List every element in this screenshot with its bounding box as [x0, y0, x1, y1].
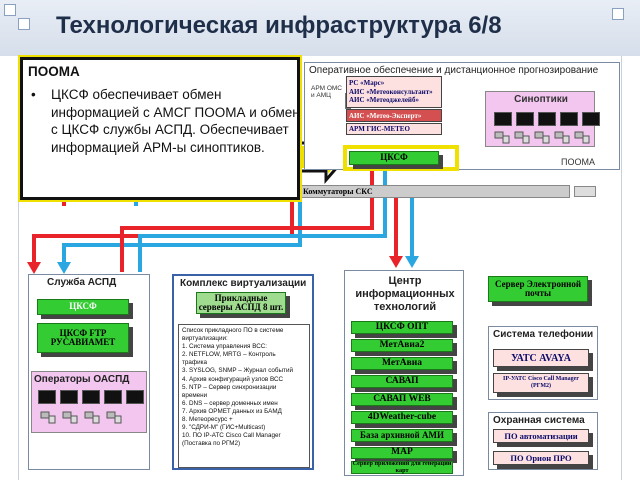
monitor-icon — [560, 112, 578, 126]
pooma-panel: Оперативное обеспечение и дистанционное … — [304, 62, 620, 171]
list-line: 3. SYSLOG, SNMP – Журнал событий — [182, 367, 293, 375]
workstation-icon — [574, 131, 590, 144]
cit-item[interactable]: ЦКСФ ОПТ — [351, 321, 453, 334]
cit-item[interactable]: MAP — [351, 447, 453, 459]
sinoptiki-box: Синоптики — [485, 91, 600, 147]
app-meteo-expert[interactable]: АИС «Метео-Эксперт» — [346, 109, 442, 122]
cit-item[interactable]: МетАвиа2 — [351, 339, 453, 352]
sinoptiki-workstations — [494, 130, 590, 144]
workstation-icon — [40, 411, 56, 424]
app-mars[interactable]: РС «Марс» АИС «Метеоконсультант» АИС «Ме… — [346, 76, 442, 108]
list-line: трафика — [182, 359, 207, 367]
cit-item[interactable]: 4DWeather-cube — [351, 411, 453, 424]
cit-item[interactable]: САВАП — [351, 375, 453, 388]
workstation-icon — [494, 131, 510, 144]
operator-workstations — [40, 410, 122, 424]
phone-panel: Система телефонии УАТС AVAYA IP-УАТС Cis… — [488, 326, 598, 400]
list-line: 9. "СДРИ-М" (ГИС+Multicast) — [182, 424, 266, 432]
aspd-ftp-button[interactable]: ЦКСФ FTP РУСАВИАМЕТ — [37, 323, 129, 353]
cit-item[interactable]: МетАвиа — [351, 357, 453, 370]
title-bar — [0, 0, 640, 56]
pooma-cksf-button[interactable]: ЦКСФ — [349, 151, 439, 165]
security-title: Охранная система — [493, 415, 585, 426]
workstation-icon — [554, 131, 570, 144]
monitor-icon — [38, 390, 56, 404]
cit-panel: Центр информационных технологий ЦКСФ ОПТ… — [344, 270, 464, 476]
monitor-icon — [104, 390, 122, 404]
cit-title: Центр информационных технологий — [355, 275, 455, 313]
workstation-icon — [84, 411, 100, 424]
phone-item-cisco[interactable]: IP-УАТС Cisco Call Manager (РГМ2) — [493, 373, 589, 393]
blue-link-aspd — [62, 198, 302, 270]
security-item-automation[interactable]: ПО автоматизации — [493, 429, 589, 443]
list-line: 2. NETFLOW, MRTG – Контроль — [182, 351, 276, 359]
monitor-icon — [538, 112, 556, 126]
callout-text: ЦКСФ обеспечивает обмен информацией с АМ… — [51, 87, 300, 155]
cit-item[interactable]: САВАП WEB — [351, 393, 453, 406]
operators-box: Операторы ОАСПД — [31, 371, 147, 433]
list-line: виртуализации: — [182, 335, 228, 343]
sinoptiki-monitors — [494, 112, 600, 126]
workstation-icon — [514, 131, 530, 144]
list-line: (Поставка по РГМ2) — [182, 440, 241, 448]
security-item-orion[interactable]: ПО Орион ПРО — [493, 451, 589, 465]
list-line: 10. ПО IP-ATC Cisco Call Manager — [182, 432, 281, 440]
list-line: 7. Архив OPMET данных из БАМД — [182, 407, 282, 415]
virt-software-list: Список прикладного ПО в системе виртуали… — [178, 324, 310, 468]
corner-square — [4, 4, 16, 16]
pooma-callout: ПООМА • ЦКСФ обеспечивает обмен информац… — [20, 57, 300, 200]
list-line: 5. NTP – Сервер синхронизации — [182, 383, 277, 391]
list-line: 8. Метеоресурс + — [182, 416, 233, 424]
monitor-icon — [582, 112, 600, 126]
list-line: 1. Система управления ВСС: — [182, 343, 268, 351]
cit-item[interactable]: Сервер приложений для генерации карт — [351, 460, 453, 474]
operator-monitors — [38, 390, 144, 404]
email-server-button[interactable]: Сервер Электронной почты — [488, 276, 588, 302]
list-line: 4. Архив конфигураций узлов ВСС — [182, 375, 284, 383]
bullet-dot: • — [31, 87, 36, 102]
list-line: времени — [182, 391, 208, 399]
list-line: 6. DNS – сервер доменных имен — [182, 399, 278, 407]
pooma-footer-label: ПООМА — [561, 157, 595, 167]
slide-frame — [18, 56, 622, 480]
arm-label: АРМ ОМС и АМЦ — [311, 85, 342, 99]
virt-title: Комплекс виртуализации — [180, 278, 307, 289]
monitor-icon — [494, 112, 512, 126]
corner-square — [612, 8, 624, 20]
red-link-virt — [120, 198, 374, 272]
security-panel: Охранная система ПО автоматизации ПО Ори… — [488, 412, 598, 470]
aspd-title: Служба АСПД — [47, 277, 117, 288]
monitor-icon — [60, 390, 78, 404]
app-servers-button[interactable]: Прикладные серверы АСПД 8 шт. — [196, 292, 286, 314]
sks-switch-bar: Коммутаторы СКС — [296, 185, 570, 198]
operators-label: Операторы ОАСПД — [34, 374, 130, 385]
aspd-cksf-button[interactable]: ЦКСФ — [37, 299, 129, 315]
callout-title: ПООМА — [28, 64, 80, 79]
monitor-icon — [126, 390, 144, 404]
phone-item-avaya[interactable]: УАТС AVAYA — [493, 349, 589, 367]
list-line: Список прикладного ПО в системе — [182, 327, 284, 334]
virtualization-panel: Комплекс виртуализации Прикладные сервер… — [172, 274, 314, 470]
sks-bar-end — [574, 186, 596, 197]
cit-item[interactable]: База архивной АМИ — [351, 429, 453, 442]
app-gis-meteo[interactable]: АРМ ГИС-МЕТЕО — [346, 123, 442, 135]
workstation-icon — [534, 131, 550, 144]
page-title: Технологическая инфраструктура 6/8 — [56, 12, 502, 39]
blue-link-virt — [138, 198, 387, 272]
cksf-highlight — [343, 145, 459, 171]
monitor-icon — [516, 112, 534, 126]
corner-square — [18, 18, 30, 30]
workstation-icon — [106, 411, 122, 424]
workstation-icon — [62, 411, 78, 424]
monitor-icon — [82, 390, 100, 404]
sinoptiki-label: Синоптики — [514, 94, 568, 105]
aspd-panel: Служба АСПД ЦКСФ ЦКСФ FTP РУСАВИАМЕТ Опе… — [28, 274, 150, 470]
pooma-panel-title: Оперативное обеспечение и дистанционное … — [309, 65, 599, 76]
phone-title: Система телефонии — [493, 329, 594, 340]
